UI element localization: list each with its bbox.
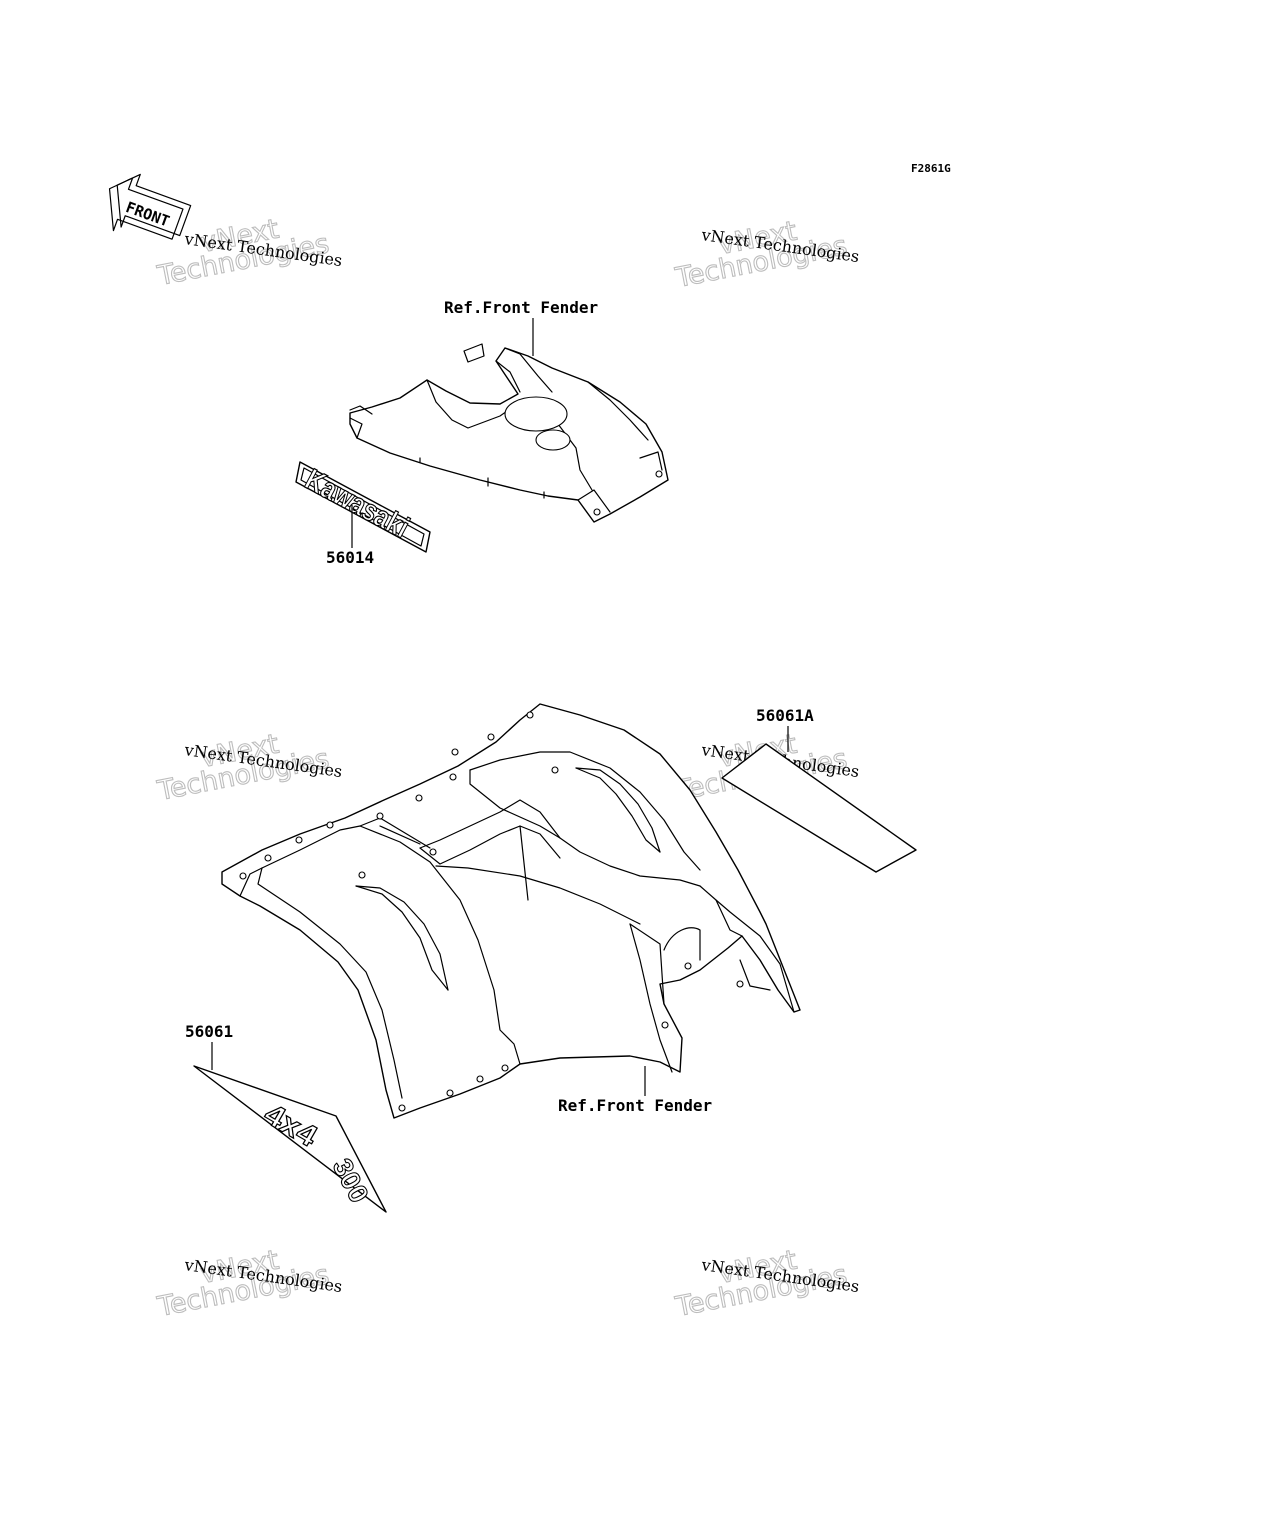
decal-56061a [721,743,917,873]
mount-hole [684,962,692,970]
mount-hole [487,733,495,741]
mount-hole [661,1021,669,1029]
mount-hole [326,821,334,829]
decal-56061: 4x4 300 [193,1065,387,1213]
mount-hole [239,872,247,880]
fender-hole-small [535,429,571,451]
fender-hole-large [504,396,568,432]
mount-hole [415,794,423,802]
mount-hole [295,836,303,844]
mount-hole [398,1104,406,1112]
kawasaki-decal: Kawasaki [295,461,431,553]
mount-hole [446,1089,454,1097]
mount-hole [551,766,559,774]
callout-56061a: 56061A [756,706,814,725]
callout-56061: 56061 [185,1022,233,1041]
mount-hole [476,1075,484,1083]
mount-hole [376,812,384,820]
callout-front-fender-bottom: Ref.Front Fender [558,1096,712,1115]
mount-hole [358,871,366,879]
front-fender-large [221,703,801,1119]
mount-hole [264,854,272,862]
front-fender-small [349,343,669,523]
mount-hole [451,748,459,756]
diagram-code: F2861G [911,162,951,175]
mount-hole [593,508,601,516]
watermark-top-right: vNext Technologies [672,215,850,294]
mount-hole [736,980,744,988]
front-arrow-icon: FRONT [108,173,192,240]
mount-hole [526,711,534,719]
mount-hole [449,773,457,781]
kawasaki-decal-text: Kawasaki [300,462,415,545]
callout-56014: 56014 [326,548,374,567]
mount-hole [501,1064,509,1072]
mount-hole [429,848,437,856]
mount-hole [655,470,663,478]
callout-front-fender-top: Ref.Front Fender [444,298,598,317]
